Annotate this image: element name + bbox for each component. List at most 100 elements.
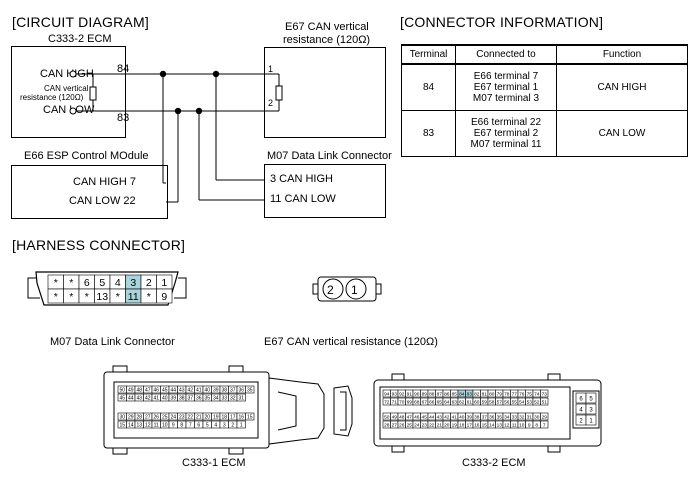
e66-name: E66 ESP Control MOdule (24, 150, 149, 162)
e67-pin-2-label: 2 (327, 283, 334, 297)
m07-pin-label: 5 (99, 277, 105, 289)
c333-1-pin-label: 9 (172, 423, 175, 429)
c333-2-pin-label: 78 (504, 392, 510, 398)
c333-2-pin-label: 52 (534, 400, 540, 406)
table-row: 83 E66 terminal 22 E67 terminal 2 M07 te… (401, 109, 688, 157)
c333-2-pin-label: 75 (527, 392, 533, 398)
c333-2-pin-label: 33 (512, 415, 518, 421)
c333-2-pin-label: 17 (467, 423, 473, 429)
c333-1-pin-label: 28 (136, 415, 142, 421)
m07-pin-label: 11 (128, 291, 139, 303)
c333-1-pin-label: 11 (154, 423, 159, 429)
harness-connector-title: [HARNESS CONNECTOR] (12, 237, 186, 253)
c333-1-pin-label: 32 (230, 396, 236, 402)
c333-2-pin-label: 53 (527, 400, 533, 406)
c333-1-pin-label: 17 (230, 415, 236, 421)
c333-1-pin-label: 3 (223, 423, 226, 429)
c333-2-side-pin-label: 3 (589, 408, 593, 414)
c333-1-caption: C333-1 ECM (182, 457, 246, 469)
c333-1-pin-label: 43 (179, 388, 185, 394)
c333-1-pin-label: 44 (170, 388, 176, 394)
c333-1-pin-label: 37 (230, 388, 236, 394)
c333-1-pin-label: 21 (196, 415, 202, 421)
c333-2-pin-label: 62 (459, 400, 465, 406)
ecm-resistor-label-2: resistance (120Ω) (20, 93, 84, 102)
c333-2-pin-label: 91 (407, 392, 413, 398)
c333-2-pin-label: 84 (459, 392, 465, 398)
c333-2-pin-label: 58 (489, 400, 495, 406)
connector-info-table: Terminal Connected to Function 84 E66 te… (401, 44, 688, 157)
m07-pin-label: * (54, 291, 58, 303)
junction-dot (195, 107, 203, 115)
c333-2-pin-label: 56 (504, 400, 510, 406)
c333-1-pin-label: 30 (119, 415, 125, 421)
e67-pin-1: 1 (268, 64, 274, 74)
c333-2-pin-label: 68 (414, 400, 420, 406)
c333-1-pin-label: 50 (119, 388, 125, 394)
c333-2-pin-label: 63 (452, 400, 458, 406)
c333-2-pin-label: 69 (407, 400, 413, 406)
c333-2-pin-cell (540, 397, 549, 406)
c333-1-pin-label: 34 (213, 396, 219, 402)
c333-2-pin-label: 71 (392, 400, 398, 406)
ecm-name: C333-2 ECM (48, 33, 112, 45)
c333-2-pin-label: 57 (497, 400, 503, 406)
connector-information-title: [CONNECTOR INFORMATION] (400, 14, 604, 30)
c333-2-pin-label: 42 (444, 415, 450, 421)
c333-1-pin-cell (245, 412, 255, 421)
c333-1-pin-cell (245, 385, 255, 394)
c333-2-pin-label: 73 (542, 392, 548, 398)
m07-pin-label: 2 (146, 277, 152, 289)
c333-2-pin-label: 36 (489, 415, 495, 421)
c333-2-pin-label: 40 (459, 415, 465, 421)
c333-2-pin-label: 92 (399, 392, 405, 398)
c333-2-pin-label: 22 (429, 423, 435, 429)
c333-1-pin-label: 2 (231, 423, 234, 429)
c333-1-pin-label: 13 (136, 423, 142, 429)
m07-pin-label: * (116, 291, 120, 303)
c333-1-pin-label: 36 (238, 388, 244, 394)
c333-2-pin-label: 28 (384, 423, 390, 429)
c333-1-pin-label: 27 (145, 415, 151, 421)
c333-1-pin-label: 35 (247, 388, 253, 394)
c333-1-pin-label: 20 (204, 415, 210, 421)
c333-2-pin-label: 27 (392, 423, 398, 429)
m07-pin-label: * (69, 291, 73, 303)
c333-2-pin-label: 8 (535, 423, 538, 429)
c333-1-pin-label: 33 (221, 396, 227, 402)
c333-2-pin-label: 38 (474, 415, 480, 421)
c333-1-pin-label: 15 (247, 415, 253, 421)
c333-1-pin-label: 35 (204, 396, 210, 402)
c333-2-pin-label: 55 (512, 400, 518, 406)
ecm-can-high-label: CAN HIGH (40, 68, 94, 80)
c333-1-pin-label: 15 (119, 423, 125, 429)
c333-2-pin-label: 54 (519, 400, 525, 406)
c333-2-pin-cell (540, 420, 549, 429)
e67-pin-2-circle (322, 278, 344, 300)
c333-1-pin-label: 40 (162, 396, 168, 402)
m07-can-low: 11 CAN LOW (270, 193, 336, 205)
c333-2-pin-label: 31 (527, 415, 533, 421)
c333-2-side-pin-cell (585, 414, 597, 426)
junction-dot (212, 70, 220, 78)
e67-pin-1-label: 1 (351, 283, 358, 297)
c333-1-pin-label: 26 (153, 415, 159, 421)
c333-2-pin-label: 74 (534, 392, 540, 398)
c333-2-pin-label: 88 (429, 392, 435, 398)
c333-2-pin-label: 10 (519, 423, 525, 429)
c333-2-pin-label: 59 (482, 400, 488, 406)
c333-2-pin-label: 44 (429, 415, 435, 421)
c333-2-pin-label: 23 (422, 423, 428, 429)
c333-1-pin-label: 10 (162, 423, 168, 429)
c333-2-pin-label: 49 (392, 415, 398, 421)
e66-box (11, 165, 168, 219)
c333-1-pin-label: 45 (162, 388, 168, 394)
c333-1-pin-label: 23 (179, 415, 185, 421)
c333-2-pin-label: 16 (474, 423, 480, 429)
m07-pin-label: 3 (130, 277, 136, 289)
c333-2-pin-label: 94 (384, 392, 390, 398)
ecm-box (11, 46, 126, 138)
e67-pin-2: 2 (268, 98, 274, 108)
